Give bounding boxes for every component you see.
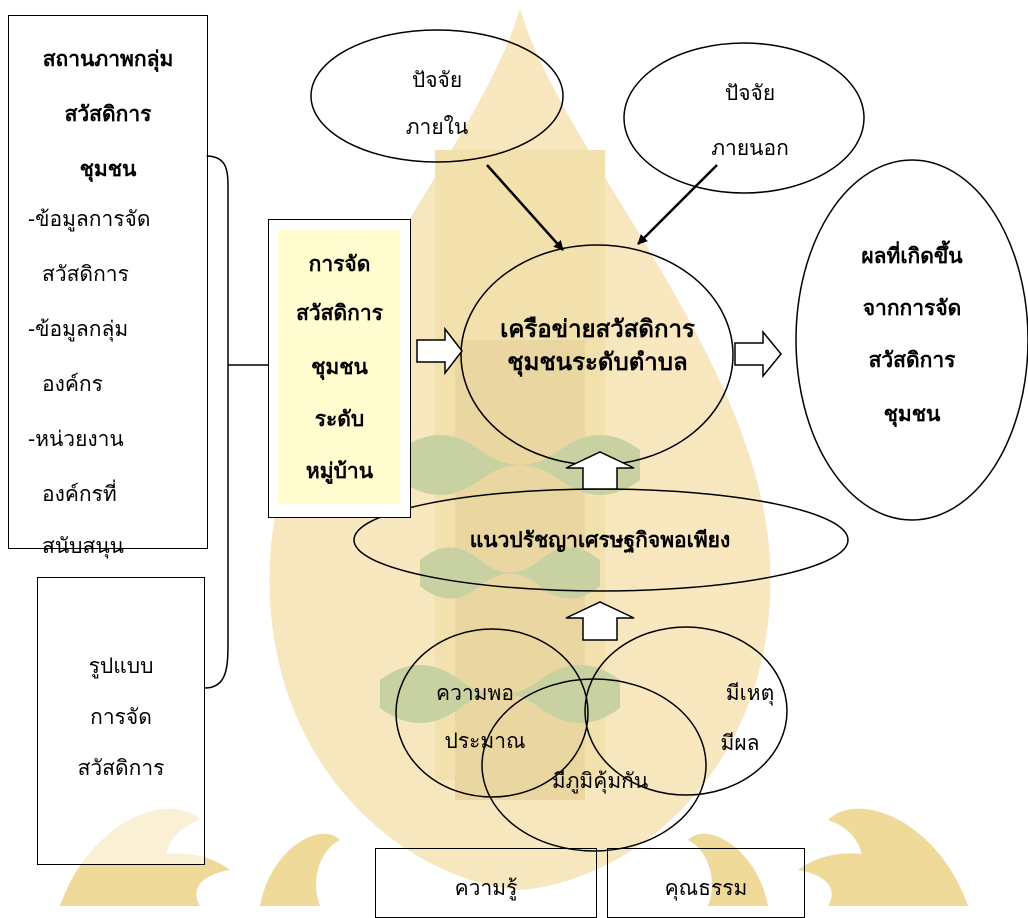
network-line-1: เครือข่ายสวัสดิการ bbox=[500, 314, 695, 343]
internal-factor-ellipse bbox=[310, 29, 564, 163]
welfare-model-box bbox=[37, 577, 205, 865]
outcome-line-4: ชุมชน bbox=[883, 401, 941, 426]
block-arrow-philosophy-to-network bbox=[565, 451, 635, 490]
immunity-circle bbox=[481, 678, 707, 852]
status-item-2: สวัสดิการ bbox=[42, 262, 129, 286]
network-line-2: ชุมชนระดับตำบล bbox=[507, 347, 688, 376]
internal-factor-line-2: ภายใน bbox=[405, 115, 469, 139]
outcome-line-2: จากการจัด bbox=[862, 295, 962, 320]
external-factor-line-1: ปัจจัย bbox=[724, 81, 776, 105]
village-line-1: การจัด bbox=[308, 251, 371, 276]
village-line-2: สวัสดิการ bbox=[296, 300, 383, 325]
status-item-6: องค์กรที่ bbox=[42, 482, 117, 506]
reasonableness-line-1: มีเหตุ bbox=[725, 681, 775, 705]
status-title-line-3: ชุมชน bbox=[79, 156, 137, 181]
arrow-external-factor bbox=[637, 164, 718, 245]
virtue-label: คุณธรรม bbox=[664, 876, 748, 900]
village-line-4: ระดับ bbox=[314, 406, 365, 431]
community-status-box bbox=[8, 15, 208, 549]
outcome-line-1: ผลที่เกิดขึ้น bbox=[861, 243, 963, 268]
block-arrow-village-to-network bbox=[416, 326, 463, 376]
external-factor-line-2: ภายนอก bbox=[711, 136, 789, 160]
external-factor-ellipse bbox=[623, 42, 865, 194]
village-level-box bbox=[268, 219, 411, 518]
block-arrow-principles-to-philosophy bbox=[565, 601, 635, 641]
status-title-line-2: สวัสดิการ bbox=[64, 101, 152, 126]
moderation-line-1: ความพอ bbox=[436, 681, 514, 705]
moderation-circle bbox=[395, 628, 589, 798]
status-item-3: -ข้อมูลกลุ่ม bbox=[28, 317, 129, 341]
status-item-5: -หน่วยงาน bbox=[28, 427, 124, 451]
reasonableness-line-2: มีผล bbox=[720, 731, 760, 755]
immunity-label: มีภูมิคุ้มกัน bbox=[551, 769, 649, 793]
knowledge-label: ความรู้ bbox=[454, 876, 518, 900]
left-brace bbox=[204, 155, 229, 689]
block-arrow-network-to-outcome bbox=[734, 329, 782, 379]
internal-factor-line-1: ปัจจัย bbox=[411, 68, 463, 92]
status-title-line-1: สถานภาพกลุ่ม bbox=[42, 46, 174, 71]
model-line-3: สวัสดิการ bbox=[77, 756, 165, 780]
arrow-internal-factor bbox=[486, 164, 564, 251]
status-item-4: องค์กร bbox=[42, 372, 103, 396]
reasonableness-circle bbox=[584, 626, 788, 796]
outcome-line-3: สวัสดิการ bbox=[868, 347, 956, 372]
model-line-1: รูปแบบ bbox=[88, 654, 154, 678]
philosophy-label: แนวปรัชญาเศรษฐกิจพอเพียง bbox=[469, 527, 731, 552]
model-line-2: การจัด bbox=[90, 705, 152, 729]
status-item-7: สนับสนุน bbox=[42, 534, 125, 558]
status-item-1: -ข้อมูลการจัด bbox=[28, 207, 151, 231]
village-line-3: ชุมชน bbox=[311, 354, 368, 379]
moderation-line-2: ประมาณ bbox=[444, 729, 526, 753]
outcome-ellipse bbox=[795, 159, 1028, 521]
village-line-5: หมู่บ้าน bbox=[305, 458, 374, 483]
